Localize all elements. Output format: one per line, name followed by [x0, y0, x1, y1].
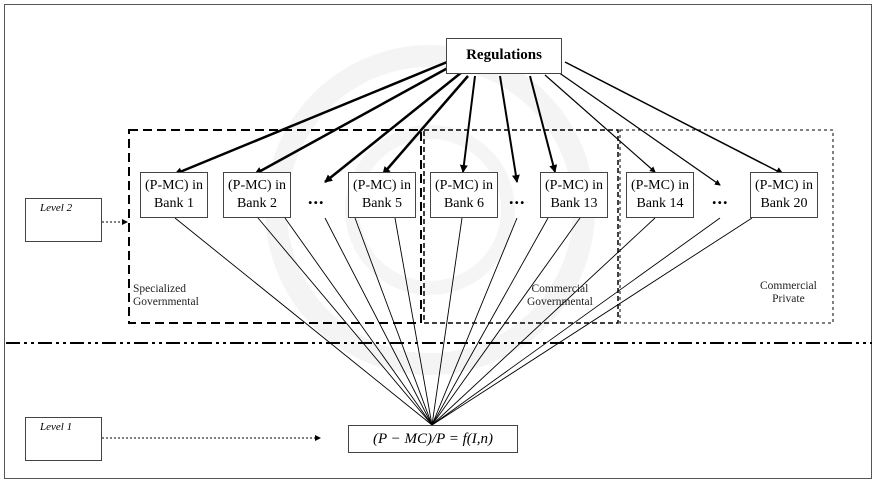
arrow-reg-bank6 [459, 75, 476, 173]
bank-node-label: (P-MC) in [145, 178, 203, 193]
group-label-line: Specialized [133, 283, 187, 295]
bank-node-14: (P-MC) in Bank 14 [626, 172, 694, 218]
bank-node-label: (P-MC) in [435, 178, 493, 193]
regulations-node: Regulations [446, 38, 562, 74]
bank-node-13: (P-MC) in Bank 13 [540, 172, 608, 218]
ellipsis-1: ... [308, 188, 325, 208]
bank-node-name: Bank 20 [760, 196, 808, 211]
bank-node-label: (P-MC) in [545, 178, 603, 193]
group-label-line: Private [772, 293, 805, 305]
bank-node-5: (P-MC) in Bank 5 [348, 172, 416, 218]
formula-node: (P − MC)/P = f(I,n) [348, 425, 518, 453]
arrow-reg-bank2 [254, 62, 456, 176]
group-label-line: Commercial [531, 283, 589, 295]
arrow-reg-bank20 [564, 61, 784, 175]
level1-box: Level 1 [25, 417, 102, 461]
bank-node-label: (P-MC) in [631, 178, 689, 193]
arrow-reg-bank1 [174, 58, 453, 176]
bank-node-name: Bank 6 [443, 196, 485, 211]
bank-node-2: (P-MC) in Bank 2 [223, 172, 291, 218]
ellipsis-3: ... [712, 188, 729, 208]
bank-node-name: Bank 1 [153, 196, 195, 211]
level2-box: Level 2 [25, 198, 102, 242]
arrow-reg-bank14 [544, 74, 656, 173]
arrow-reg-dots1 [324, 71, 463, 183]
arrow-reg-dots2 [499, 75, 520, 183]
outer-frame [4, 4, 872, 479]
group-box-commercial-private [619, 129, 834, 324]
bank-node-name: Bank 5 [361, 196, 403, 211]
arrow-reg-bank13 [529, 75, 558, 173]
group-box-specialized-governmental [128, 129, 422, 324]
group-label-specialized-governmental: Specialized Governmental [133, 283, 199, 309]
converging-lines [174, 217, 753, 426]
group-label-commercial-governmental: Commercial Governmental [527, 283, 593, 309]
bank-node-label: (P-MC) in [353, 178, 411, 193]
bank-node-1: (P-MC) in Bank 1 [140, 172, 208, 218]
bank-node-name: Bank 2 [236, 196, 278, 211]
group-label-line: Commercial [760, 280, 817, 292]
ellipsis-2: ... [509, 188, 526, 208]
bank-node-name: Bank 13 [550, 196, 598, 211]
group-label-line: Governmental [527, 296, 593, 308]
level2-label: Level 2 [40, 202, 73, 214]
regulations-label: Regulations [466, 47, 542, 63]
arrow-reg-bank5 [382, 75, 469, 175]
formula-text: (P − MC)/P = f(I,n) [372, 431, 494, 447]
bank-node-name: Bank 14 [636, 196, 684, 211]
bank-node-label: (P-MC) in [755, 178, 813, 193]
group-label-commercial-private: Commercial Private [760, 280, 817, 306]
arrow-reg-dots3 [557, 71, 721, 186]
bank-node-20: (P-MC) in Bank 20 [750, 172, 818, 218]
level1-label: Level 1 [40, 421, 73, 433]
bank-node-6: (P-MC) in Bank 6 [430, 172, 498, 218]
group-box-commercial-governmental [423, 129, 619, 324]
bank-node-label: (P-MC) in [228, 178, 286, 193]
group-label-line: Governmental [133, 296, 199, 308]
